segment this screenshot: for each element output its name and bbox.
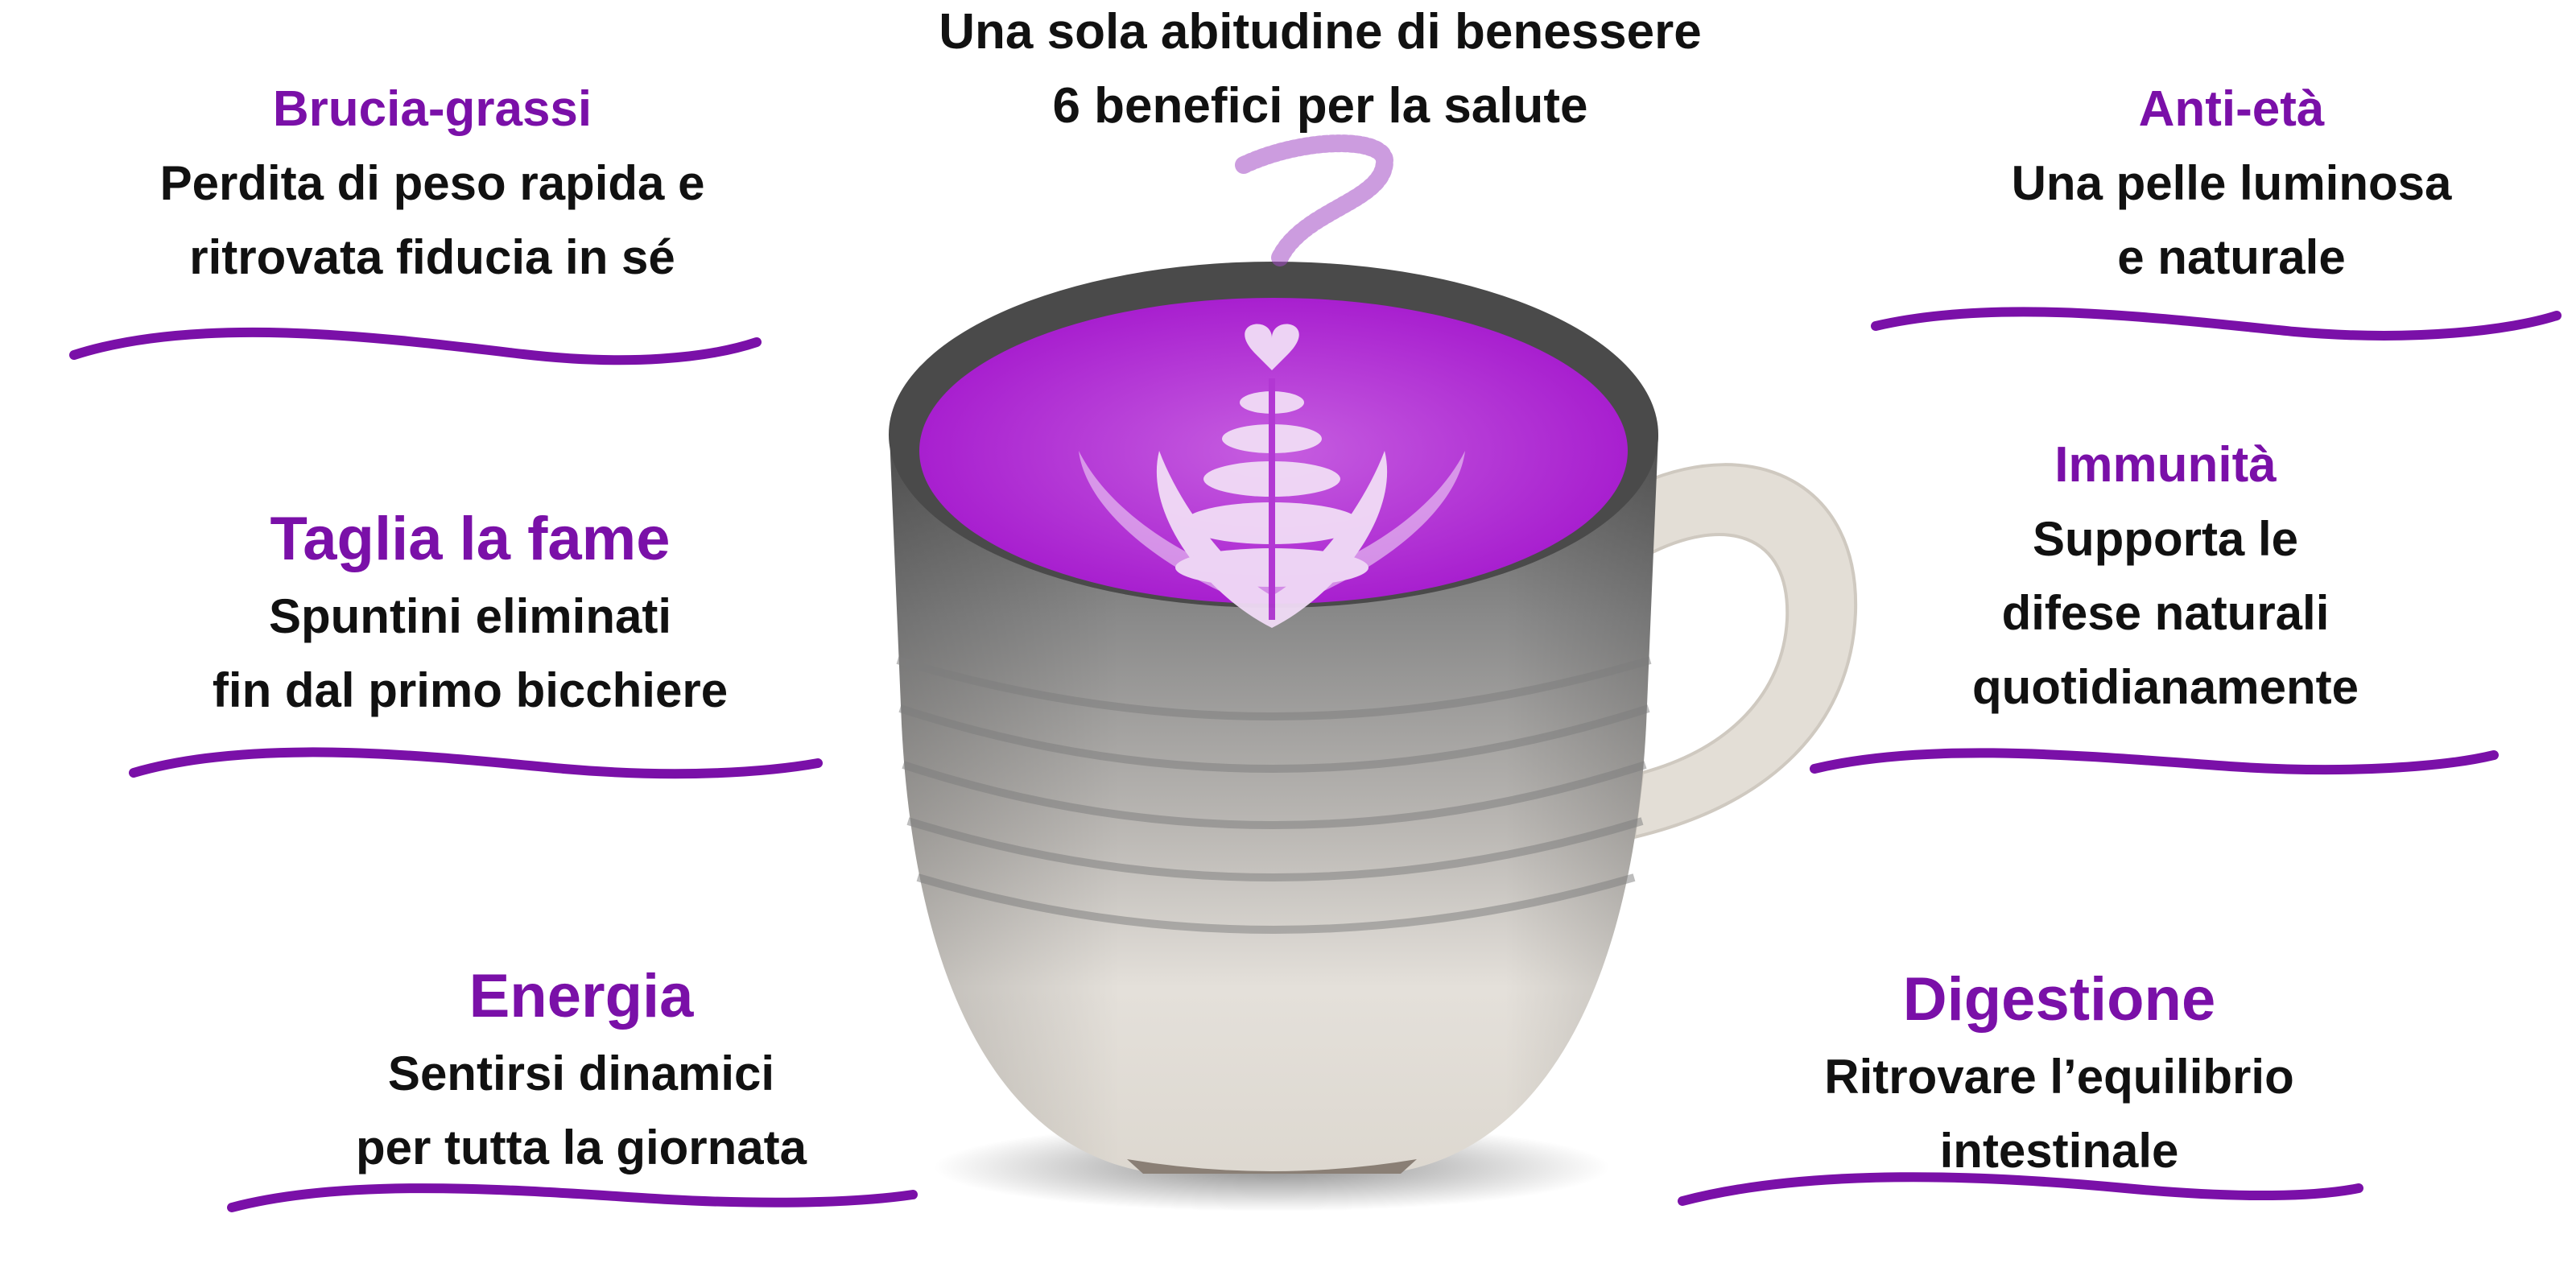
benefit-text: Una pelle luminosa (2011, 156, 2452, 210)
page-title: Una sola abitudine di benessere 6 benefi… (918, 0, 1723, 143)
benefit-text: quotidianamente (1971, 660, 2359, 714)
benefit-heading: Immunità (2054, 437, 2277, 493)
benefit-text: Sentirsi dinamici (387, 1046, 775, 1100)
underline-anti-eta (1871, 307, 2562, 341)
underline-taglia-la-fame (129, 747, 823, 779)
underline-brucia-grassi (69, 327, 762, 365)
benefit-heading: Anti-età (2138, 81, 2325, 137)
benefit-brucia-grassi: Brucia-grassi Perdita di peso rapida e r… (30, 72, 835, 295)
latte-art-icon (1079, 324, 1465, 628)
title-line-1: Una sola abitudine di benessere (939, 4, 1702, 60)
steam-swirl-icon (1235, 134, 1394, 266)
benefit-text: fin dal primo bicchiere (212, 663, 729, 717)
underline-digestione (1678, 1172, 2363, 1206)
benefit-heading: Brucia-grassi (272, 81, 592, 137)
benefit-energia: Energia Sentirsi dinamici per tutta la g… (179, 956, 984, 1185)
benefit-text: Spuntini eliminati (268, 589, 671, 643)
benefit-text: difese naturali (2001, 586, 2330, 640)
benefit-immunita: Immunità Supporta le difese naturali quo… (1763, 428, 2568, 724)
benefit-text: Perdita di peso rapida e (159, 156, 705, 210)
benefit-heading: Taglia la fame (270, 505, 671, 573)
underline-immunita (1810, 748, 2499, 775)
benefit-text: e naturale (2117, 230, 2346, 284)
benefit-text: Ritrovare l’equilibrio (1824, 1050, 2294, 1104)
benefit-text: intestinale (1939, 1124, 2179, 1178)
benefit-taglia-la-fame: Taglia la fame Spuntini eliminati fin da… (68, 499, 873, 728)
cup-handle (1632, 463, 1858, 840)
benefit-anti-eta: Anti-età Una pelle luminosa e naturale (1829, 72, 2576, 295)
benefit-text: ritrovata fiducia in sé (189, 230, 675, 284)
underline-energia (227, 1183, 918, 1212)
benefit-digestione: Digestione Ritrovare l’equilibrio intest… (1657, 960, 2462, 1188)
benefit-text: Supporta le (2032, 512, 2299, 566)
benefit-text: per tutta la giornata (355, 1121, 807, 1174)
benefit-heading: Energia (469, 962, 694, 1030)
benefit-heading: Digestione (1902, 965, 2216, 1034)
title-line-2: 6 benefici per la salute (1052, 78, 1588, 134)
